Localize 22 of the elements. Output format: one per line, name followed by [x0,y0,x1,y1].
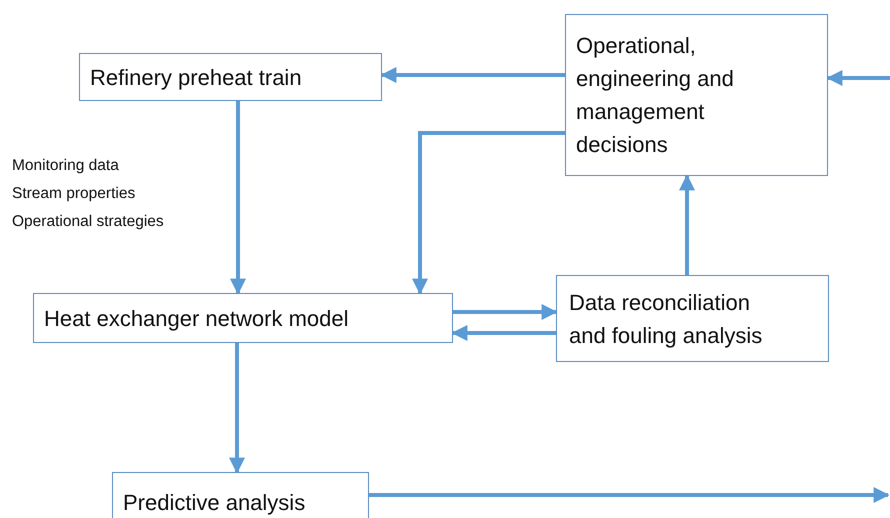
process-box [112,472,369,518]
arrow [679,174,695,275]
box-text: Operational, engineering and management decisions [576,32,735,159]
box-text: Predictive analysis [123,488,306,517]
data-label: Monitoring data [12,156,120,176]
process-box [556,275,829,362]
process-box [33,293,453,343]
data-label: Operational strategies [12,212,164,232]
arrow [230,101,246,295]
process-box [79,53,382,101]
arrow [369,487,890,503]
data-label: Stream properties [12,184,136,204]
arrow [380,67,565,83]
box-text: Refinery preheat train [90,64,302,92]
box-text: Data reconciliation and fouling analysis [569,288,764,350]
arrow [451,325,556,341]
box-text: Heat exchanger network model [44,304,348,333]
arrow [412,131,565,295]
arrow [453,304,558,320]
arrow [229,343,245,474]
process-box [565,14,828,176]
arrow [826,70,890,86]
